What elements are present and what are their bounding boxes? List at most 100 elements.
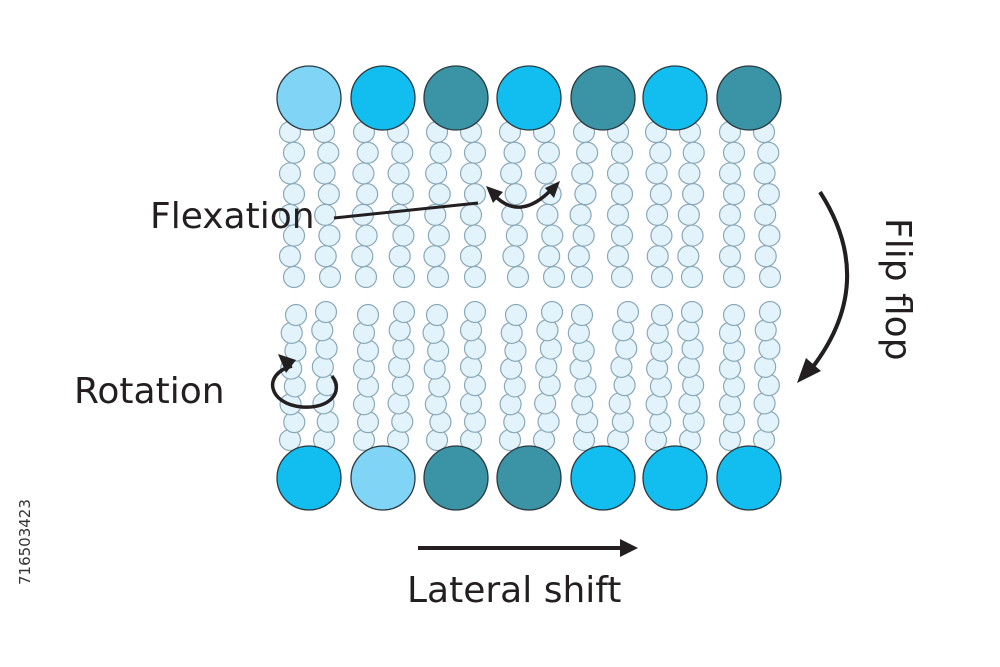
rotation-arrowhead-icon [278, 354, 296, 373]
lipid-tail-bead [356, 183, 379, 206]
flexation-label: Flexation [150, 196, 315, 237]
lipid-tail-bead [501, 203, 524, 226]
phospholipid-head-top [276, 65, 342, 131]
lipid-tail-bead [722, 183, 746, 206]
lipid-tail-bead [316, 410, 339, 433]
lipid-tail-bead [506, 265, 530, 289]
lipid-tail-bead [505, 224, 528, 247]
lipid-tail-bead [425, 303, 449, 327]
lipid-tail-bead [722, 265, 746, 289]
flip-flop-label: Flip flop [877, 218, 918, 361]
lipid-tail-bead [616, 300, 640, 324]
lipid-tail-bead [611, 410, 634, 433]
flip-flop-arrowhead-icon [797, 358, 821, 383]
lipid-tail-bead [542, 265, 566, 289]
lipid-tail-bead [718, 245, 742, 268]
phospholipid-head-bottom [350, 445, 416, 511]
lipid-tail-bead [576, 141, 599, 164]
lipid-tail-bead [678, 392, 701, 415]
lipid-tail-bead [758, 337, 781, 360]
lipid-tail-bead [537, 410, 560, 433]
lipid-tail-bead [610, 355, 633, 378]
lipid-tail-bead [318, 224, 341, 247]
lipid-tail-bead [429, 141, 452, 164]
lipid-tail-bead [718, 203, 742, 226]
lipid-tail-bead [278, 245, 302, 268]
lipid-tail-bead [388, 319, 411, 342]
phospholipid-head-top [642, 65, 708, 131]
lipid-tail-bead [650, 339, 673, 362]
lipid-tail-bead [537, 141, 560, 164]
bottom-leaflet-heads [276, 445, 782, 511]
lipid-tail-bead [571, 162, 594, 185]
lipid-tail-bead [388, 203, 411, 226]
lipid-tail-bead [754, 203, 777, 226]
flexation-pointer-line [333, 201, 479, 220]
lipid-tail-bead [314, 300, 338, 324]
lipid-tail-bead [311, 319, 334, 342]
lipid-tail-bead [463, 265, 487, 289]
lipid-tail-bead [282, 265, 306, 289]
lipid-tail-bead [612, 319, 635, 342]
lipid-tail-bead [463, 183, 487, 206]
lipid-tail-bead [459, 355, 483, 378]
phospholipid-head-bottom [423, 445, 489, 511]
lipid-tail-bead [606, 162, 630, 185]
phospholipid-head-top [350, 65, 416, 131]
lipid-tail-bead [678, 162, 701, 185]
lipid-tail-bead [615, 337, 638, 360]
phospholipid-head-top [423, 65, 489, 131]
lipid-tail-bead [536, 203, 559, 226]
lipid-tail-bead [645, 162, 668, 185]
phospholipid-head-top [496, 65, 562, 131]
lipid-tail-bead [722, 303, 746, 327]
lipid-tail-bead [536, 319, 559, 342]
lipid-tail-bead [649, 183, 672, 206]
lipid-tail-bead [534, 162, 557, 185]
lipid-tail-bead [351, 245, 374, 268]
flip-flop-arrow-icon [810, 190, 850, 370]
lipid-tail-bead [677, 355, 700, 378]
lipid-tail-bead [758, 265, 782, 289]
lipid-tail-bead [426, 265, 450, 289]
stock-image-id: 716503423 [16, 499, 34, 585]
lipid-tail-bead [282, 141, 306, 164]
lipid-tail-bead [650, 265, 674, 289]
bottom-leaflet-tails [278, 300, 782, 452]
lipid-tail-bead [354, 265, 378, 289]
lipid-tail-bead [317, 141, 340, 164]
phospholipid-head-top [570, 65, 636, 131]
lipid-tail-bead [459, 162, 483, 185]
lipid-tail-bead [680, 300, 704, 324]
lipid-tail-bead [538, 374, 561, 397]
lipid-tail-bead [352, 162, 375, 185]
lipid-tail-bead [574, 183, 597, 206]
lipid-tail-bead [681, 224, 704, 247]
lipid-tail-bead [427, 224, 450, 247]
lipid-tail-bead [387, 392, 410, 415]
lipid-tail-bead [722, 224, 746, 247]
lipid-tail-bead [682, 374, 705, 397]
lipid-tail-bead [503, 411, 526, 434]
lipid-tail-bead [649, 141, 672, 164]
lipid-tail-bead [318, 265, 342, 289]
lipid-tail-bead [757, 183, 780, 206]
lipid-tail-bead [356, 141, 379, 164]
lipid-tail-bead [315, 337, 338, 360]
lipid-tail-bead [608, 392, 631, 415]
lipid-tail-bead [314, 245, 337, 268]
lipid-tail-bead [459, 245, 483, 268]
lipid-tail-bead [391, 374, 414, 397]
lipid-tail-bead [463, 374, 487, 397]
lipid-tail-bead [606, 203, 630, 226]
lipid-tail-bead [500, 162, 523, 185]
lipid-tail-bead [504, 183, 527, 206]
lipid-tail-bead [677, 245, 700, 268]
top-leaflet-heads [276, 65, 782, 131]
rotation-arrow-icon [271, 364, 339, 409]
lipid-tail-bead [754, 355, 777, 378]
lipid-tail-bead [610, 224, 634, 247]
lipid-tail-bead [722, 141, 746, 164]
lipid-tail-bead [681, 337, 704, 360]
lipid-tail-bead [610, 183, 634, 206]
